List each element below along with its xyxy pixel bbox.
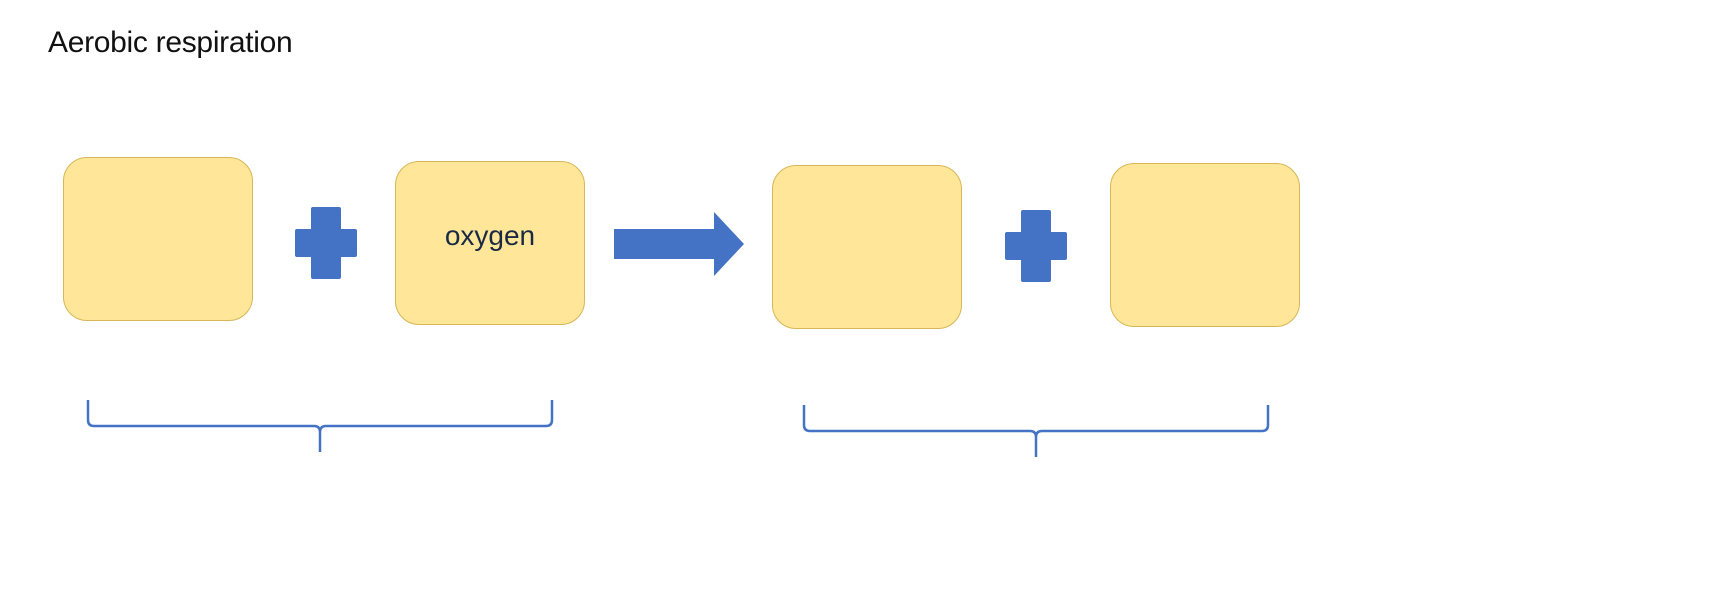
plus-icon <box>295 207 357 279</box>
reactant-box-2[interactable]: oxygen <box>395 161 585 325</box>
reactant-box-2-label: oxygen <box>444 220 536 251</box>
product-box-2[interactable] <box>1110 163 1300 327</box>
page-title: Aerobic respiration <box>48 26 293 59</box>
reactants-brace-icon <box>86 400 554 452</box>
plus-icon <box>1005 210 1067 282</box>
products-brace-icon <box>802 405 1270 457</box>
product-box-1[interactable] <box>772 165 962 329</box>
reactant-box-1[interactable] <box>63 157 253 321</box>
right-arrow-icon <box>614 212 744 276</box>
